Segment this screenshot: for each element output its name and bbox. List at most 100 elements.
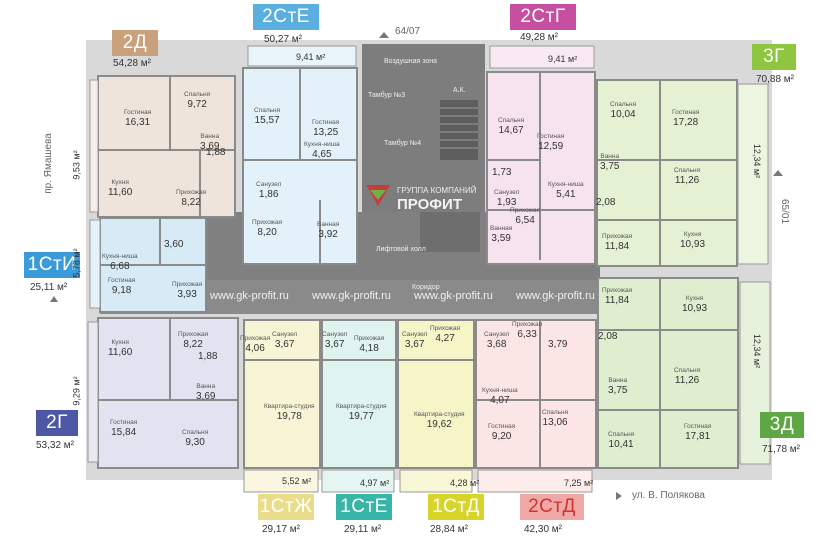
room-label: Прихожая <box>602 287 633 294</box>
balcony-area-2std: 7,25 м² <box>564 478 594 488</box>
unit-tag-2d: 2Д <box>112 30 158 56</box>
unit-tag-2ste: 2СтЕ <box>253 4 319 30</box>
apt-3d <box>597 277 739 469</box>
room-label: Прихожая <box>240 335 271 342</box>
balcony-area-2stg: 9,41 м² <box>548 54 578 64</box>
room-area: 3,68 <box>486 339 507 350</box>
balcony-1std <box>399 469 473 493</box>
lift-hall-label: Лифтовой холл <box>376 246 426 253</box>
room-area: 14,67 <box>498 125 524 136</box>
balcony-2d <box>89 79 99 213</box>
unit-area-3d: 71,78 м² <box>762 444 801 455</box>
lift-shaft <box>420 212 480 252</box>
room-area: 4,27 <box>435 333 455 344</box>
balcony-area-1ste: 4,97 м² <box>360 478 390 488</box>
room-area: 3,60 <box>164 239 184 250</box>
room-label: Ванная <box>317 221 340 228</box>
unit-tag-3g: 3Г <box>752 44 796 70</box>
brand-line1: ГРУППА КОМПАНИЙ <box>397 186 477 195</box>
watermark-2: www.gk-profit.ru <box>312 290 391 302</box>
unit-area-2d: 54,28 м² <box>113 58 152 69</box>
unit-area-1sti: 25,11 м² <box>30 282 68 293</box>
room-label: Прихожая <box>172 281 203 288</box>
street-polyakova: ул. В. Полякова <box>632 490 705 501</box>
room-r3d-wc: 2,08 <box>598 332 617 342</box>
room-area: 11,26 <box>674 375 700 386</box>
room-label: Спальня <box>184 91 211 98</box>
apt-1stzh <box>243 319 321 469</box>
room-label: Квартира-студия <box>336 403 387 410</box>
apt-2d <box>97 75 236 218</box>
interior-walls <box>98 68 738 468</box>
watermark-3: www.gk-profit.ru <box>414 290 493 302</box>
room-area: 10,04 <box>610 109 636 120</box>
tambur4-label: Тамбур №4 <box>384 140 422 147</box>
room-area: 12,59 <box>538 141 564 152</box>
room-label: Прихожая <box>178 331 209 338</box>
room-area: 9,30 <box>185 437 205 448</box>
room-area: 11,84 <box>604 241 630 252</box>
room-label: Прихожая <box>176 189 207 196</box>
room-area: 4,65 <box>312 149 332 160</box>
balcony-area-2g: 9,29 м² <box>71 376 82 406</box>
room-label: Кухня-ниша <box>102 253 138 260</box>
balcony-1ste <box>321 469 395 493</box>
room-area: 1,88 <box>198 351 218 362</box>
room-area: 10,93 <box>682 303 708 314</box>
unit-area-2stg: 49,28 м² <box>520 32 559 43</box>
room-label: Гостиная <box>488 423 516 430</box>
room-label: Гостиная <box>124 109 152 116</box>
room-r2d-wc: 1,88 <box>206 148 225 158</box>
room-area: 3,59 <box>491 233 511 244</box>
unit-tag-2g: 2Г <box>36 410 78 436</box>
room-area: 2,08 <box>598 331 618 342</box>
unit-tag-1ste: 1СтЕ <box>336 494 392 520</box>
room-area: 2,08 <box>596 197 616 208</box>
room-area: 3,79 <box>548 339 568 350</box>
room-area: 10,41 <box>608 439 634 450</box>
room-area: 1,88 <box>206 147 226 158</box>
room-r2g-wc: 1,88 <box>198 352 217 362</box>
room-area: 3,69 <box>196 391 216 402</box>
balcony-2stg <box>489 45 595 69</box>
street-code-right: 65/01 <box>779 198 791 225</box>
room-area: 15,57 <box>254 115 280 126</box>
room-area: 3,75 <box>608 385 628 396</box>
room-label: Гостиная <box>684 423 712 430</box>
room-label: Спальня <box>610 101 637 108</box>
balcony-area-3g: 12,34 м² <box>752 143 763 179</box>
room-area: 8,20 <box>257 227 277 238</box>
room-label: Санузел <box>484 331 510 338</box>
room-area: 3,92 <box>318 229 338 240</box>
balcony-area-3d: 12,34 м² <box>752 333 763 369</box>
apt-1ste <box>321 319 397 469</box>
room-label: Кухня-ниша <box>304 141 340 148</box>
room-r1sti-wc: 3,60 <box>164 240 183 250</box>
room-label: Прихожая <box>354 335 385 342</box>
balcony-2std <box>477 469 593 493</box>
room-label: Спальня <box>608 431 635 438</box>
balcony-area-2ste: 9,41 м² <box>296 52 326 62</box>
